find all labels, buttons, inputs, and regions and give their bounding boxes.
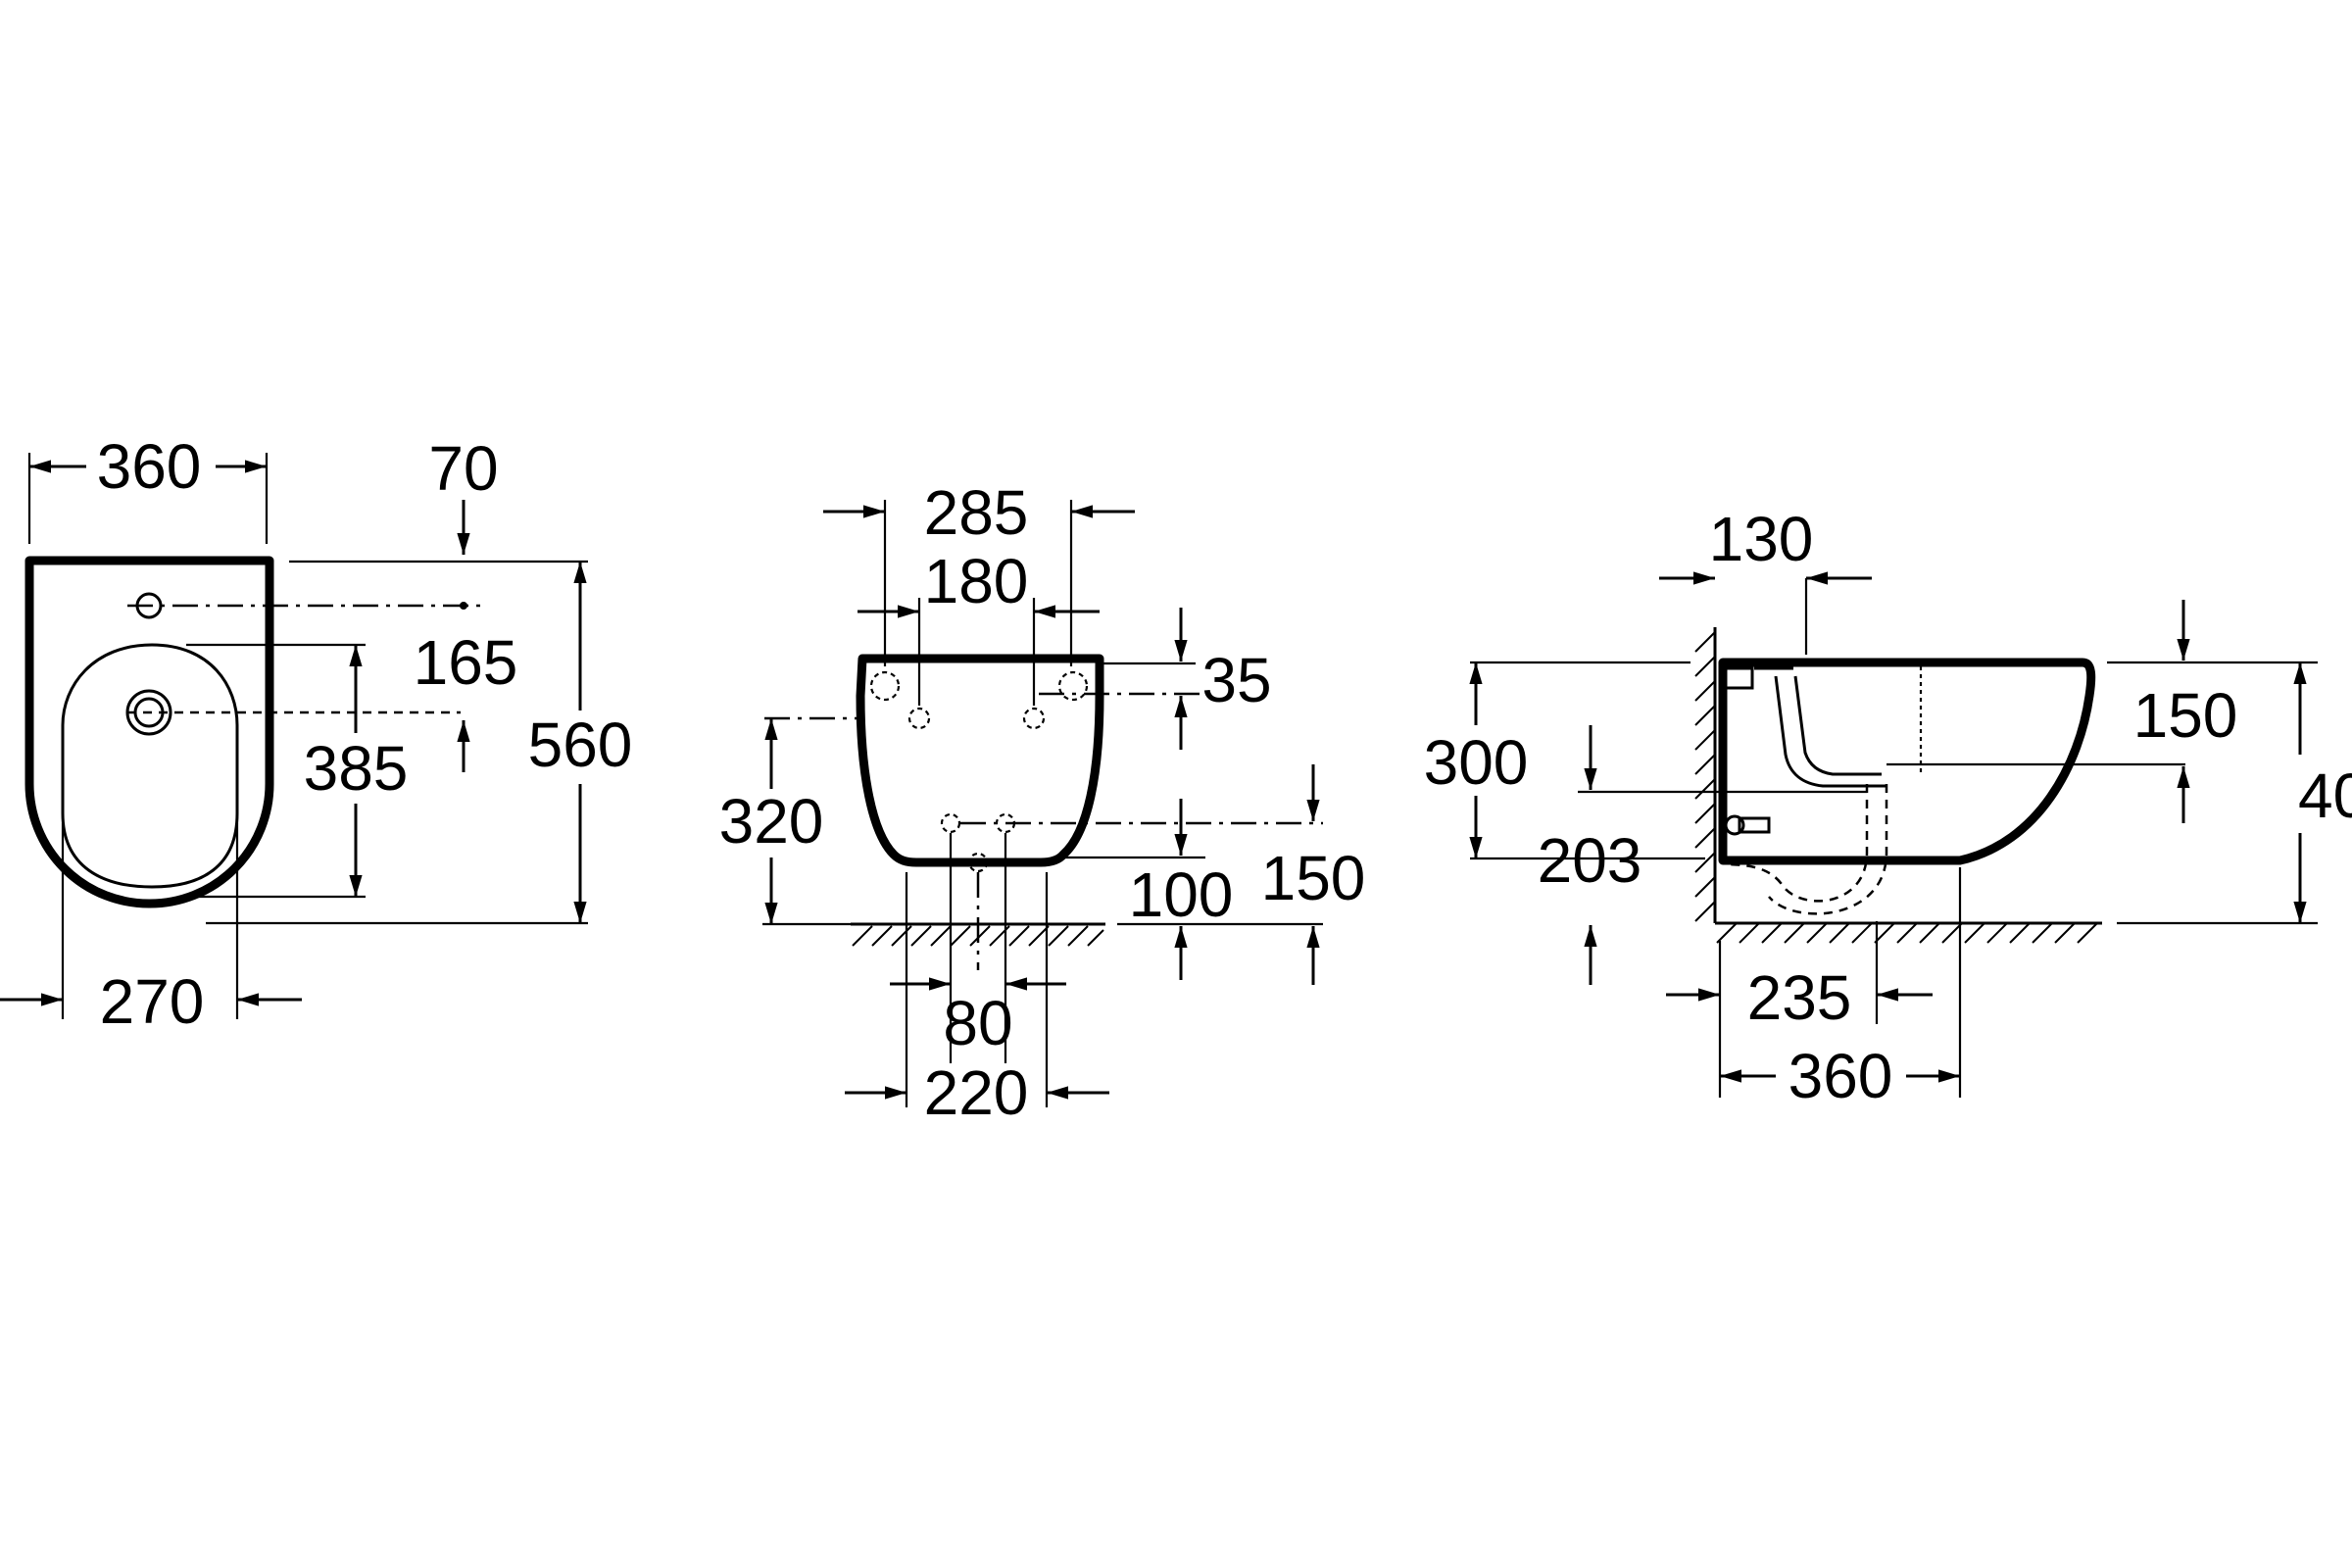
dim-side-bowl-depth: 150 [2133, 680, 2238, 751]
dim-side-waste-projection: 235 [1747, 962, 1852, 1033]
side-view-outline [1718, 658, 2096, 865]
dim-front-bolt-height: 320 [719, 786, 824, 857]
dim-top-depth: 560 [528, 710, 633, 780]
dim-front-supply-height: 150 [1261, 843, 1366, 913]
top-view: 360 70 165 385 560 270 [0, 431, 632, 1037]
dim-front-base-width: 220 [924, 1057, 1029, 1128]
floor-hatch [852, 925, 1104, 947]
dim-side-supply-height: 203 [1538, 825, 1642, 896]
wall-hatch [1694, 631, 1716, 922]
dim-front-fixing-inner: 180 [924, 546, 1029, 616]
dim-front-fixing-drop: 35 [1201, 645, 1271, 715]
dim-top-bowl-length: 385 [304, 733, 409, 804]
dim-side-rim-height: 300 [1424, 727, 1529, 798]
dim-side-overall-height: 400 [2298, 760, 2352, 831]
dim-side-depth: 360 [1788, 1041, 1893, 1111]
dim-top-tap-offset: 70 [428, 433, 498, 504]
side-view: 130 300 203 150 400 235 360 [1424, 504, 2352, 1111]
side-floor-hatch [1716, 922, 2098, 944]
dim-top-width: 360 [97, 431, 202, 502]
dim-side-wall-to-tap: 130 [1709, 504, 1814, 574]
dim-top-inner-width: 270 [100, 966, 205, 1037]
dim-front-waste-height: 100 [1129, 859, 1234, 930]
front-view: 285 180 35 320 100 150 80 220 [719, 477, 1366, 1128]
dim-top-tap-to-waste: 165 [414, 627, 518, 698]
dim-front-waste-spacing: 80 [943, 988, 1012, 1058]
front-view-outline [856, 654, 1104, 867]
dim-front-fixing-outer: 285 [924, 477, 1029, 548]
top-view-bowl [61, 643, 239, 889]
top-view-outline [24, 556, 274, 908]
